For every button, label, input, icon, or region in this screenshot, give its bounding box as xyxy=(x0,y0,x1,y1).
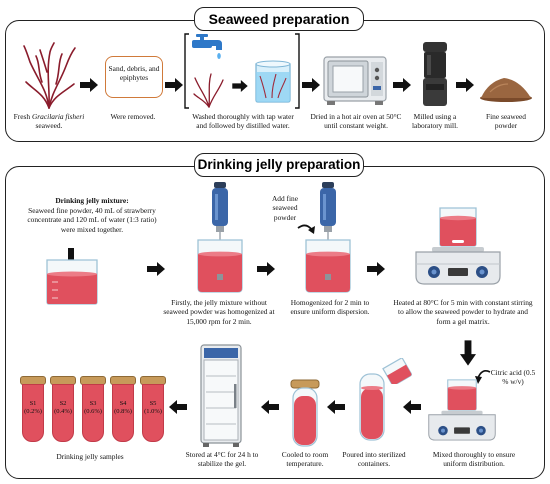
hotplate-stirrer-icon xyxy=(428,379,496,441)
arrow-right-icon xyxy=(456,78,474,92)
oven-icon xyxy=(323,56,387,105)
arrow-left-icon xyxy=(169,400,187,414)
faucet-icon xyxy=(192,34,222,59)
mill-label: Milled using a laboratory mill. xyxy=(412,112,458,131)
sample-tube: S4 (0.8%) xyxy=(110,376,136,444)
sample-conc: (0.6%) xyxy=(84,408,102,415)
cool-label: Cooled to room temperature. xyxy=(281,450,329,469)
sample-conc: (0.8%) xyxy=(114,408,132,415)
sample-tube: S3 (0.6%) xyxy=(80,376,106,444)
sample-id: S2 xyxy=(59,400,67,407)
washed-label: Washed thoroughly with tap water and fol… xyxy=(192,112,294,131)
debris-box: Sand, debris, and epiphytes xyxy=(105,56,163,98)
fresh-seaweed-label: Fresh Gracilaria fisheri seaweed. xyxy=(13,112,85,131)
add-powder-label: Add fine seaweed powder xyxy=(271,194,299,222)
seaweed-icon xyxy=(193,73,224,108)
arrow-left-icon xyxy=(327,400,345,414)
sample-id: S1 xyxy=(29,400,37,407)
removed-label: Were removed. xyxy=(110,112,156,121)
refrigerator-icon xyxy=(200,344,242,447)
curved-arrow-icon xyxy=(297,224,315,234)
homogenize1-label: Firstly, the jelly mixture without seawe… xyxy=(163,298,275,326)
pour-label: Poured into sterilized containers. xyxy=(342,450,406,469)
washing-bracket xyxy=(184,33,300,109)
seaweed-title: Seaweed preparation xyxy=(194,7,364,31)
sample-tube: S5 (1.0%) xyxy=(140,376,166,444)
mixture-text: Seaweed fine powder, 40 mL of strawberry… xyxy=(27,206,157,234)
arrow-right-icon xyxy=(393,78,411,92)
arrow-right-icon xyxy=(147,262,165,276)
sample-tube: S1 (0.2%) xyxy=(20,376,46,444)
homogenizer-icon xyxy=(305,182,351,293)
seaweed-icon xyxy=(23,42,76,109)
water-beaker-icon xyxy=(255,60,291,103)
samples-label: Drinking jelly samples xyxy=(56,452,124,461)
curved-arrow-icon xyxy=(475,370,491,384)
powder-label: Fine seaweed powder xyxy=(485,112,527,131)
samples-row: S1 (0.2%) S2 (0.4%) S3 (0.6%) S4 (0.8%) … xyxy=(20,376,170,446)
capped-tube-icon xyxy=(290,379,320,447)
sample-id: S4 xyxy=(119,400,127,407)
pouring-beaker-icon xyxy=(382,358,412,384)
mixture-beaker-icon xyxy=(46,259,98,305)
sample-conc: (0.4%) xyxy=(54,408,72,415)
arrow-right-icon xyxy=(257,262,275,276)
sample-id: S5 xyxy=(149,400,157,407)
debris-box-label: Sand, debris, and epiphytes xyxy=(108,64,160,83)
sample-conc: (0.2%) xyxy=(24,408,42,415)
arrow-right-icon xyxy=(232,80,248,92)
arrow-right-icon xyxy=(80,78,98,92)
oven-label: Dried in a hot air oven at 50°C until co… xyxy=(310,112,402,131)
arrow-left-icon xyxy=(403,400,421,414)
powder-pile-icon xyxy=(480,78,532,102)
jelly-title: Drinking jelly preparation xyxy=(194,153,364,177)
mill-icon xyxy=(423,42,447,106)
hotplate-stirrer-icon xyxy=(415,207,501,285)
heat-label: Heated at 80°C for 5 min with constant s… xyxy=(393,298,533,326)
homogenizer-icon xyxy=(197,182,243,293)
mix-label: Mixed thoroughly to ensure uniform distr… xyxy=(432,450,516,469)
sample-conc: (1.0%) xyxy=(144,408,162,415)
arrow-down-icon xyxy=(460,340,476,366)
store-label: Stored at 4°C for 24 h to stabilize the … xyxy=(185,450,259,469)
sterile-tube-icon xyxy=(359,373,385,441)
arrow-right-icon xyxy=(302,78,320,92)
homogenize2-label: Homogenized for 2 min to ensure uniform … xyxy=(290,298,370,317)
sample-id: S3 xyxy=(89,400,97,407)
arrow-left-icon xyxy=(261,400,279,414)
arrow-right-icon xyxy=(367,262,385,276)
arrow-right-icon xyxy=(165,78,183,92)
sample-tube: S2 (0.4%) xyxy=(50,376,76,444)
mixture-heading: Drinking jelly mixture: xyxy=(55,196,129,205)
citric-acid-label: Citric acid (0.5 % w/v) xyxy=(490,368,536,387)
